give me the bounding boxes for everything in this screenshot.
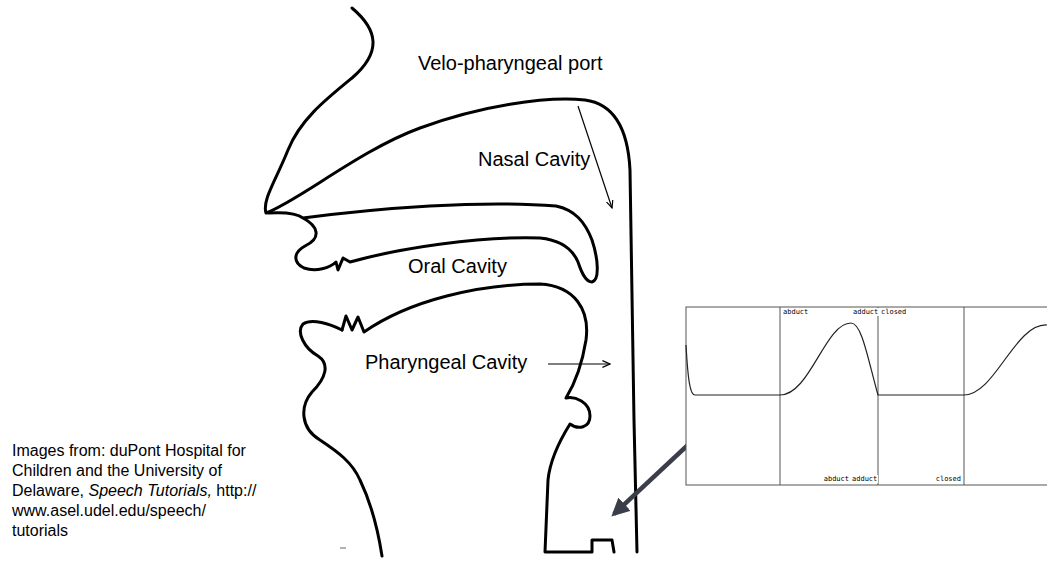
dash-mark (340, 548, 346, 549)
part-label: Pharyngeal Cavity (365, 351, 527, 374)
part-label: Velo-pharyngeal port (418, 52, 603, 75)
phase-label: closed (880, 308, 907, 316)
phase-label: abduct (823, 475, 850, 483)
phase-label: adduct (852, 308, 879, 316)
glottis-graph (686, 307, 1047, 485)
part-label: Nasal Cavity (478, 148, 590, 171)
part-label: Oral Cavity (408, 255, 507, 278)
phase-label: abduct (782, 308, 809, 316)
tract-outline (265, 8, 637, 556)
phase-label: closed (935, 475, 962, 483)
leader-line (548, 363, 610, 364)
phase-label: adduct (851, 475, 878, 483)
credit-title: Speech Tutorials, (89, 482, 212, 499)
image-credit: Images from: duPont Hospital for Childre… (12, 441, 270, 541)
